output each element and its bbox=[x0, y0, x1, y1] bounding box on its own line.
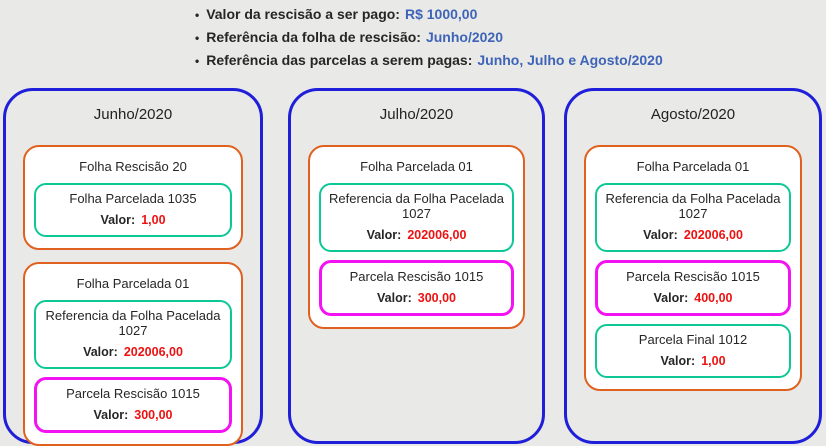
summary-bullets: • Valor da rescisão a ser pago: R$ 1000,… bbox=[195, 3, 663, 72]
valor-value: 300,00 bbox=[134, 408, 173, 422]
month-title: Agosto/2020 bbox=[650, 106, 736, 123]
month-column-julho: Julho/2020 Folha Parcelada 01 Referencia… bbox=[288, 88, 545, 444]
bullet-item: • Referência das parcelas a serem pagas:… bbox=[195, 49, 663, 72]
bullet-value: R$ 1000,00 bbox=[404, 6, 478, 22]
bullet-value: Junho/2020 bbox=[425, 29, 503, 45]
bullet-label: Referência da folha de rescisão: bbox=[206, 29, 421, 45]
month-title: Julho/2020 bbox=[379, 106, 454, 123]
valor-value: 1,00 bbox=[701, 354, 726, 368]
valor-label: Valor: bbox=[83, 345, 118, 359]
valor-value: 202006,00 bbox=[407, 228, 467, 242]
parcela-box: Referencia da Folha Pacelada 1027 Valor:… bbox=[595, 183, 791, 252]
parcela-box: Referencia da Folha Pacelada 1027 Valor:… bbox=[319, 183, 514, 252]
folha-card-title: Folha Parcelada 01 bbox=[636, 159, 750, 174]
folha-card-title: Folha Parcelada 01 bbox=[76, 276, 190, 291]
bullet-dot-icon: • bbox=[195, 8, 200, 22]
valor-value: 202006,00 bbox=[683, 228, 743, 242]
bullet-dot-icon: • bbox=[195, 31, 200, 45]
valor-row: Valor: 1,00 bbox=[40, 213, 226, 228]
folha-card: Folha Parcelada 01 Referencia da Folha P… bbox=[584, 145, 802, 391]
valor-row: Valor: 300,00 bbox=[326, 291, 507, 306]
month-column-junho: Junho/2020 Folha Rescisão 20 Folha Parce… bbox=[3, 88, 263, 446]
valor-label: Valor: bbox=[653, 291, 689, 305]
parcela-box: Parcela Rescisão 1015 Valor: 300,00 bbox=[34, 377, 232, 433]
valor-row: Valor: 202006,00 bbox=[325, 228, 508, 243]
parcela-title: Parcela Final 1012 bbox=[638, 332, 748, 347]
parcela-box: Referencia da Folha Pacelada 1027 Valor:… bbox=[34, 300, 232, 369]
bullet-label: Referência das parcelas a serem pagas: bbox=[206, 52, 473, 68]
bullet-label: Valor da rescisão a ser pago: bbox=[206, 6, 400, 22]
valor-label: Valor: bbox=[366, 228, 402, 242]
folha-card: Folha Parcelada 01 Referencia da Folha P… bbox=[23, 262, 243, 446]
valor-value: 202006,00 bbox=[123, 345, 183, 359]
folha-card: Folha Parcelada 01 Referencia da Folha P… bbox=[308, 145, 525, 329]
parcela-box: Parcela Rescisão 1015 Valor: 300,00 bbox=[319, 260, 514, 316]
valor-value: 400,00 bbox=[694, 291, 733, 305]
valor-label: Valor: bbox=[660, 354, 696, 368]
month-title: Junho/2020 bbox=[93, 106, 173, 123]
valor-label: Valor: bbox=[377, 291, 412, 305]
valor-row: Valor: 400,00 bbox=[602, 291, 784, 306]
parcela-title: Parcela Rescisão 1015 bbox=[626, 269, 760, 284]
folha-card-title: Folha Parcelada 01 bbox=[360, 159, 473, 174]
parcela-title: Folha Parcelada 1035 bbox=[69, 191, 197, 206]
valor-label: Valor: bbox=[93, 408, 129, 422]
bullet-item: • Valor da rescisão a ser pago: R$ 1000,… bbox=[195, 3, 663, 26]
bullet-dot-icon: • bbox=[195, 54, 200, 68]
valor-label: Valor: bbox=[100, 213, 136, 227]
valor-label: Valor: bbox=[643, 228, 678, 242]
parcela-title: Parcela Rescisão 1015 bbox=[349, 269, 484, 284]
parcela-title: Referencia da Folha Pacelada 1027 bbox=[329, 191, 504, 221]
parcela-box: Parcela Rescisão 1015 Valor: 400,00 bbox=[595, 260, 791, 316]
bullet-value: Junho, Julho e Agosto/2020 bbox=[477, 52, 663, 68]
folha-card-title: Folha Rescisão 20 bbox=[79, 159, 187, 174]
valor-value: 1,00 bbox=[141, 213, 166, 227]
parcela-title: Referencia da Folha Pacelada 1027 bbox=[605, 191, 781, 221]
parcela-title: Parcela Rescisão 1015 bbox=[66, 386, 200, 401]
valor-value: 300,00 bbox=[417, 291, 456, 305]
valor-row: Valor: 202006,00 bbox=[601, 228, 785, 243]
valor-row: Valor: 300,00 bbox=[41, 408, 225, 423]
parcela-box: Folha Parcelada 1035 Valor: 1,00 bbox=[34, 183, 232, 237]
bullet-item: • Referência da folha de rescisão: Junho… bbox=[195, 26, 663, 49]
valor-row: Valor: 1,00 bbox=[601, 354, 785, 369]
parcela-title: Referencia da Folha Pacelada 1027 bbox=[45, 308, 221, 338]
parcela-box: Parcela Final 1012 Valor: 1,00 bbox=[595, 324, 791, 378]
month-column-agosto: Agosto/2020 Folha Parcelada 01 Referenci… bbox=[564, 88, 822, 444]
folha-card: Folha Rescisão 20 Folha Parcelada 1035 V… bbox=[23, 145, 243, 250]
valor-row: Valor: 202006,00 bbox=[40, 345, 226, 360]
